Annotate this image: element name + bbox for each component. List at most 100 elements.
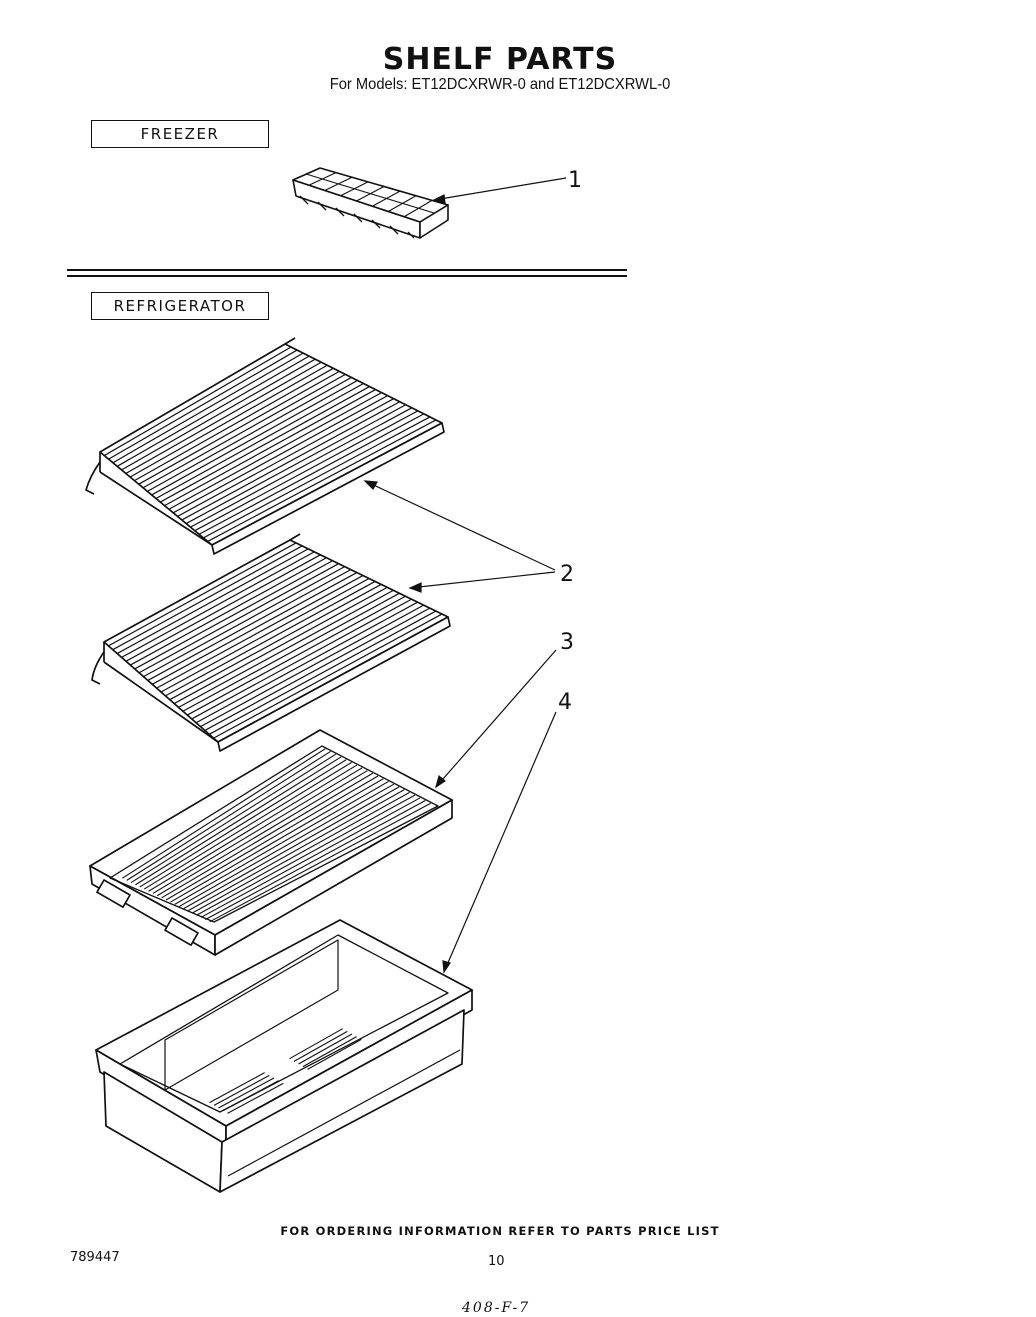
cover-rib xyxy=(152,767,363,894)
shelf-wire xyxy=(112,545,303,651)
shelf-wire xyxy=(191,598,412,720)
shelf-wire xyxy=(125,554,321,662)
shelf-wire xyxy=(116,355,310,467)
pan-floor-rib xyxy=(209,1072,265,1104)
section-divider xyxy=(67,269,627,277)
callout-part-3: 3 xyxy=(560,630,574,655)
crisper-pan xyxy=(95,919,473,1193)
models-subtitle: For Models: ET12DCXRWR-0 and ET12DCXRWL-… xyxy=(329,76,671,93)
shelf-wire xyxy=(147,376,352,492)
ordering-information-note: FOR ORDERING INFORMATION REFER TO PARTS … xyxy=(280,1224,720,1238)
shelf-wire xyxy=(108,349,298,460)
shelf-wire xyxy=(164,389,376,507)
tray-divider xyxy=(324,176,353,191)
shelf-wire xyxy=(187,595,406,716)
shelf-wire xyxy=(112,352,304,464)
shelf-wire xyxy=(168,392,382,510)
shelf-wire xyxy=(147,569,352,681)
shelf-wire xyxy=(165,580,376,697)
shelf-wire xyxy=(116,548,309,655)
tray-divider xyxy=(308,172,337,186)
shelf-wire xyxy=(172,395,388,514)
shelf-wire xyxy=(151,379,358,496)
cover-rib xyxy=(156,770,368,897)
shelf-wire xyxy=(173,586,388,705)
callout-part-1: 1 xyxy=(568,168,582,193)
handwritten-note: 408-F-7 xyxy=(462,1300,531,1316)
tray-divider xyxy=(387,195,417,212)
shelf-wire xyxy=(213,613,443,739)
shelf-wire xyxy=(207,419,437,542)
shelf-wire xyxy=(121,358,316,471)
cover-rib xyxy=(183,786,400,910)
pan-floor-rib xyxy=(293,1030,348,1062)
wire-shelf-upper xyxy=(85,337,445,555)
cover-rib xyxy=(209,802,431,923)
shelf-wire xyxy=(151,572,358,685)
pan-floor-rib xyxy=(302,1036,357,1068)
freezer-section-label: FREEZER xyxy=(91,120,269,148)
tray-divider xyxy=(403,199,433,218)
cover-rib xyxy=(143,761,352,890)
page-number: 10 xyxy=(488,1254,505,1269)
page-title: SHELF PARTS xyxy=(382,42,618,77)
cover-rib xyxy=(135,756,342,886)
shelf-wire xyxy=(204,607,431,731)
shelf-wire xyxy=(156,575,364,689)
shelf-wire xyxy=(104,346,292,457)
shelf-wire xyxy=(125,361,322,474)
shelf-wire xyxy=(181,401,401,521)
pan-floor-rib xyxy=(213,1074,270,1106)
callout-part-2: 2 xyxy=(560,562,574,587)
pan-floor-rib xyxy=(307,1038,362,1070)
tray-divider xyxy=(372,190,401,207)
shelf-wire xyxy=(194,410,419,532)
shelf-wire xyxy=(130,557,327,666)
cover-rib xyxy=(191,791,410,914)
cover-rib xyxy=(130,753,337,884)
ice-cube-tray xyxy=(292,167,449,239)
shelf-wire xyxy=(160,577,370,693)
shelf-wire xyxy=(198,413,425,535)
cover-rib xyxy=(139,759,347,888)
shelf-wire xyxy=(121,551,315,658)
pan-floor-rib xyxy=(222,1080,279,1112)
callout-part-4: 4 xyxy=(558,690,572,715)
cover-rib xyxy=(148,764,358,892)
shelf-wire xyxy=(129,364,328,478)
crisper-cover-frame xyxy=(89,729,453,956)
shelf-wire xyxy=(200,604,424,728)
cover-rib xyxy=(126,750,331,881)
shelf-wire xyxy=(203,416,431,539)
document-number: 789447 xyxy=(70,1250,120,1265)
cover-rib xyxy=(205,800,426,921)
shelf-wire xyxy=(208,610,437,735)
tray-divider xyxy=(340,181,369,197)
cover-rib xyxy=(161,772,374,899)
shelf-wire xyxy=(138,563,339,674)
cover-rib xyxy=(122,748,326,879)
cover-rib xyxy=(187,789,405,912)
shelf-wire xyxy=(134,367,334,482)
tray-divider xyxy=(356,186,385,202)
shelf-wire xyxy=(160,386,370,503)
shelf-wire xyxy=(142,373,346,489)
cover-rib xyxy=(196,794,416,916)
shelf-wire xyxy=(177,398,394,517)
leader-lines xyxy=(363,177,567,974)
cover-rib xyxy=(170,778,384,903)
shelf-wire xyxy=(182,592,400,712)
shelf-wire xyxy=(155,382,364,500)
shelf-wire xyxy=(108,542,297,647)
shelf-wire xyxy=(185,404,407,525)
shelf-wire xyxy=(195,601,418,724)
shelf-wire xyxy=(190,407,413,528)
shelf-wire xyxy=(169,583,382,701)
shelf-wire xyxy=(134,560,333,670)
cover-rib xyxy=(174,780,389,905)
wire-shelf-lower xyxy=(91,533,451,752)
refrigerator-section-label: REFRIGERATOR xyxy=(91,292,269,320)
shelf-wire xyxy=(138,370,340,485)
